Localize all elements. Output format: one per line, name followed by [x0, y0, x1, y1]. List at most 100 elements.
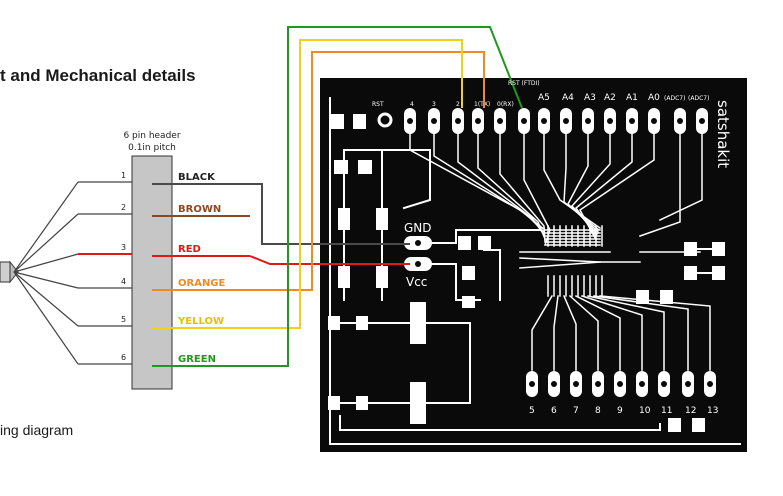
pad-hole — [563, 118, 569, 124]
copper-trace — [659, 133, 703, 221]
fan-line — [13, 253, 79, 273]
copper-trace — [519, 261, 601, 269]
digital-pin-label: 6 — [551, 406, 557, 416]
copper-trace — [599, 295, 711, 371]
pin-number: 6 — [121, 353, 126, 362]
fan-line — [13, 271, 79, 327]
copper-trace — [477, 133, 601, 240]
copper-trace — [499, 133, 601, 243]
analog-pin-label: A1 — [626, 93, 638, 103]
section-heading: t and Mechanical details — [0, 66, 196, 85]
pin-number: 4 — [121, 277, 126, 286]
analog-pin-label: A0 — [648, 93, 660, 103]
copper-trace — [593, 295, 689, 371]
pin-label-small: 0(RX) — [497, 101, 514, 108]
figure-caption: ing diagram — [0, 422, 74, 438]
header-pitch: 0.1in pitch — [128, 143, 176, 153]
wire-color-label: RED — [178, 244, 201, 255]
copper-trace — [339, 415, 661, 431]
gnd-label: GND — [404, 221, 432, 235]
pad-hole — [707, 381, 713, 387]
wire-color-label: BROWN — [178, 204, 221, 215]
pad-hole — [551, 381, 557, 387]
pin-number: 5 — [121, 315, 126, 324]
digital-pin-label: 9 — [617, 406, 623, 416]
pad-hole — [685, 381, 691, 387]
pad-hole — [607, 118, 613, 124]
smd-pad — [692, 418, 705, 432]
pin-label-small: 2 — [456, 101, 460, 108]
pin-number: 1 — [121, 171, 126, 180]
pad-hole — [629, 118, 635, 124]
copper-trace — [329, 97, 741, 445]
smd-pad — [684, 242, 697, 256]
smd-pad — [478, 236, 491, 250]
copper-trace — [579, 133, 655, 240]
pad-hole — [677, 118, 683, 124]
analog-pin-label: A5 — [538, 93, 550, 103]
copper-trace — [531, 294, 554, 371]
pad-hole — [617, 381, 623, 387]
smd-pad — [660, 290, 673, 304]
pad-hole — [455, 118, 461, 124]
copper-trace — [483, 249, 501, 301]
reset-pad — [377, 112, 393, 128]
digital-pin-label: 11 — [661, 406, 672, 416]
smd-pad — [712, 266, 725, 280]
analog-pin-label: A4 — [562, 93, 574, 103]
fan-line — [13, 271, 79, 289]
copper-trace — [581, 295, 643, 371]
digital-pin-label: 10 — [639, 406, 651, 416]
pad-hole — [497, 118, 503, 124]
fan-line — [13, 181, 79, 273]
digital-pin-label: 5 — [529, 406, 535, 416]
smd-pad — [410, 382, 426, 424]
pad-hole — [475, 118, 481, 124]
digital-pin-label: 7 — [573, 406, 579, 416]
adc-label: (ADC7) — [664, 95, 685, 102]
pad-hole — [573, 381, 579, 387]
smd-pad — [358, 160, 372, 174]
smd-pad — [684, 266, 697, 280]
pad-hole — [407, 118, 413, 124]
green-wire — [250, 26, 523, 367]
copper-trace — [425, 322, 471, 404]
fan-line — [13, 271, 79, 365]
copper-trace — [563, 295, 577, 371]
wire-color-label: YELLOW — [177, 316, 224, 327]
pad-hole — [431, 118, 437, 124]
copper-trace — [343, 149, 431, 210]
adc-label: (ADC7) — [688, 95, 709, 102]
pad-hole — [639, 381, 645, 387]
digital-pin-label: 8 — [595, 406, 601, 416]
pad-hole — [415, 240, 421, 246]
black-wire — [250, 183, 410, 245]
pad-hole — [521, 118, 527, 124]
wire-color-label: ORANGE — [178, 278, 226, 289]
pin-header-body — [131, 155, 173, 390]
analog-pin-label: A3 — [584, 93, 596, 103]
pad-hole — [699, 118, 705, 124]
smd-pad — [462, 266, 475, 280]
pad-hole — [651, 118, 657, 124]
pad-hole — [595, 381, 601, 387]
vcc-label: Vcc — [406, 275, 427, 289]
copper-trace — [553, 295, 559, 371]
copper-trace — [639, 133, 681, 237]
smd-pad — [331, 114, 344, 129]
smd-pad — [410, 302, 426, 344]
copper-trace — [568, 294, 599, 371]
copper-trace — [523, 133, 601, 246]
copper-trace — [431, 229, 541, 244]
fan-line — [13, 213, 79, 273]
ftdi-label: RST (FTDI) — [508, 80, 540, 87]
board-name: satshakit — [714, 100, 732, 168]
digital-pin-label: 13 — [707, 406, 718, 416]
smd-pad — [712, 242, 725, 256]
pad-hole — [585, 118, 591, 124]
pad-hole — [541, 118, 547, 124]
pin-label-small: RST — [372, 101, 384, 108]
